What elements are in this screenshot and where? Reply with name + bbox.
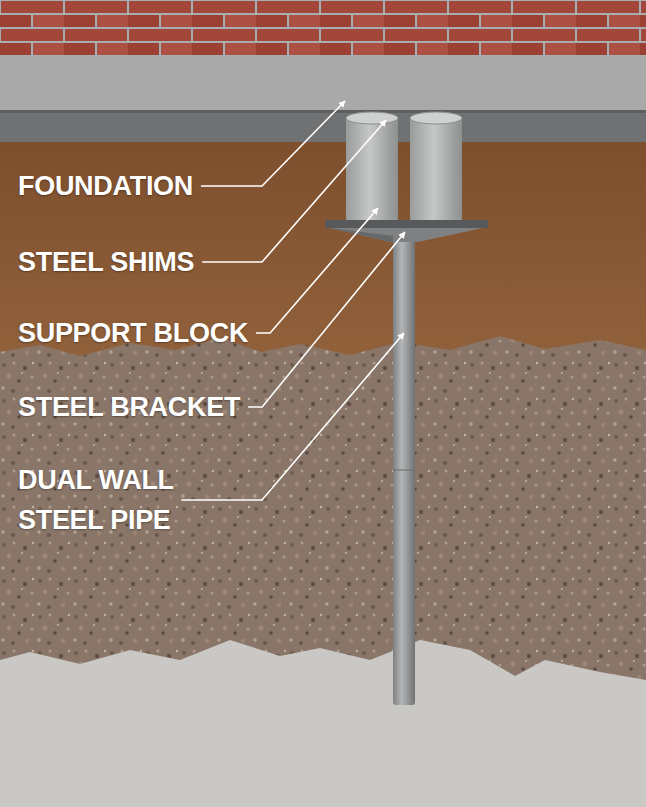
leader-line [201, 101, 345, 186]
part-label: STEEL SHIMS [18, 242, 194, 282]
part-label: STEEL BRACKET [18, 387, 240, 427]
leader-line [248, 232, 405, 407]
leader-line [202, 120, 386, 262]
part-label: SUPPORT BLOCK [18, 313, 248, 353]
part-label: DUAL WALL STEEL PIPE [18, 460, 218, 540]
leader-line [256, 208, 378, 333]
part-label: FOUNDATION [18, 166, 193, 206]
